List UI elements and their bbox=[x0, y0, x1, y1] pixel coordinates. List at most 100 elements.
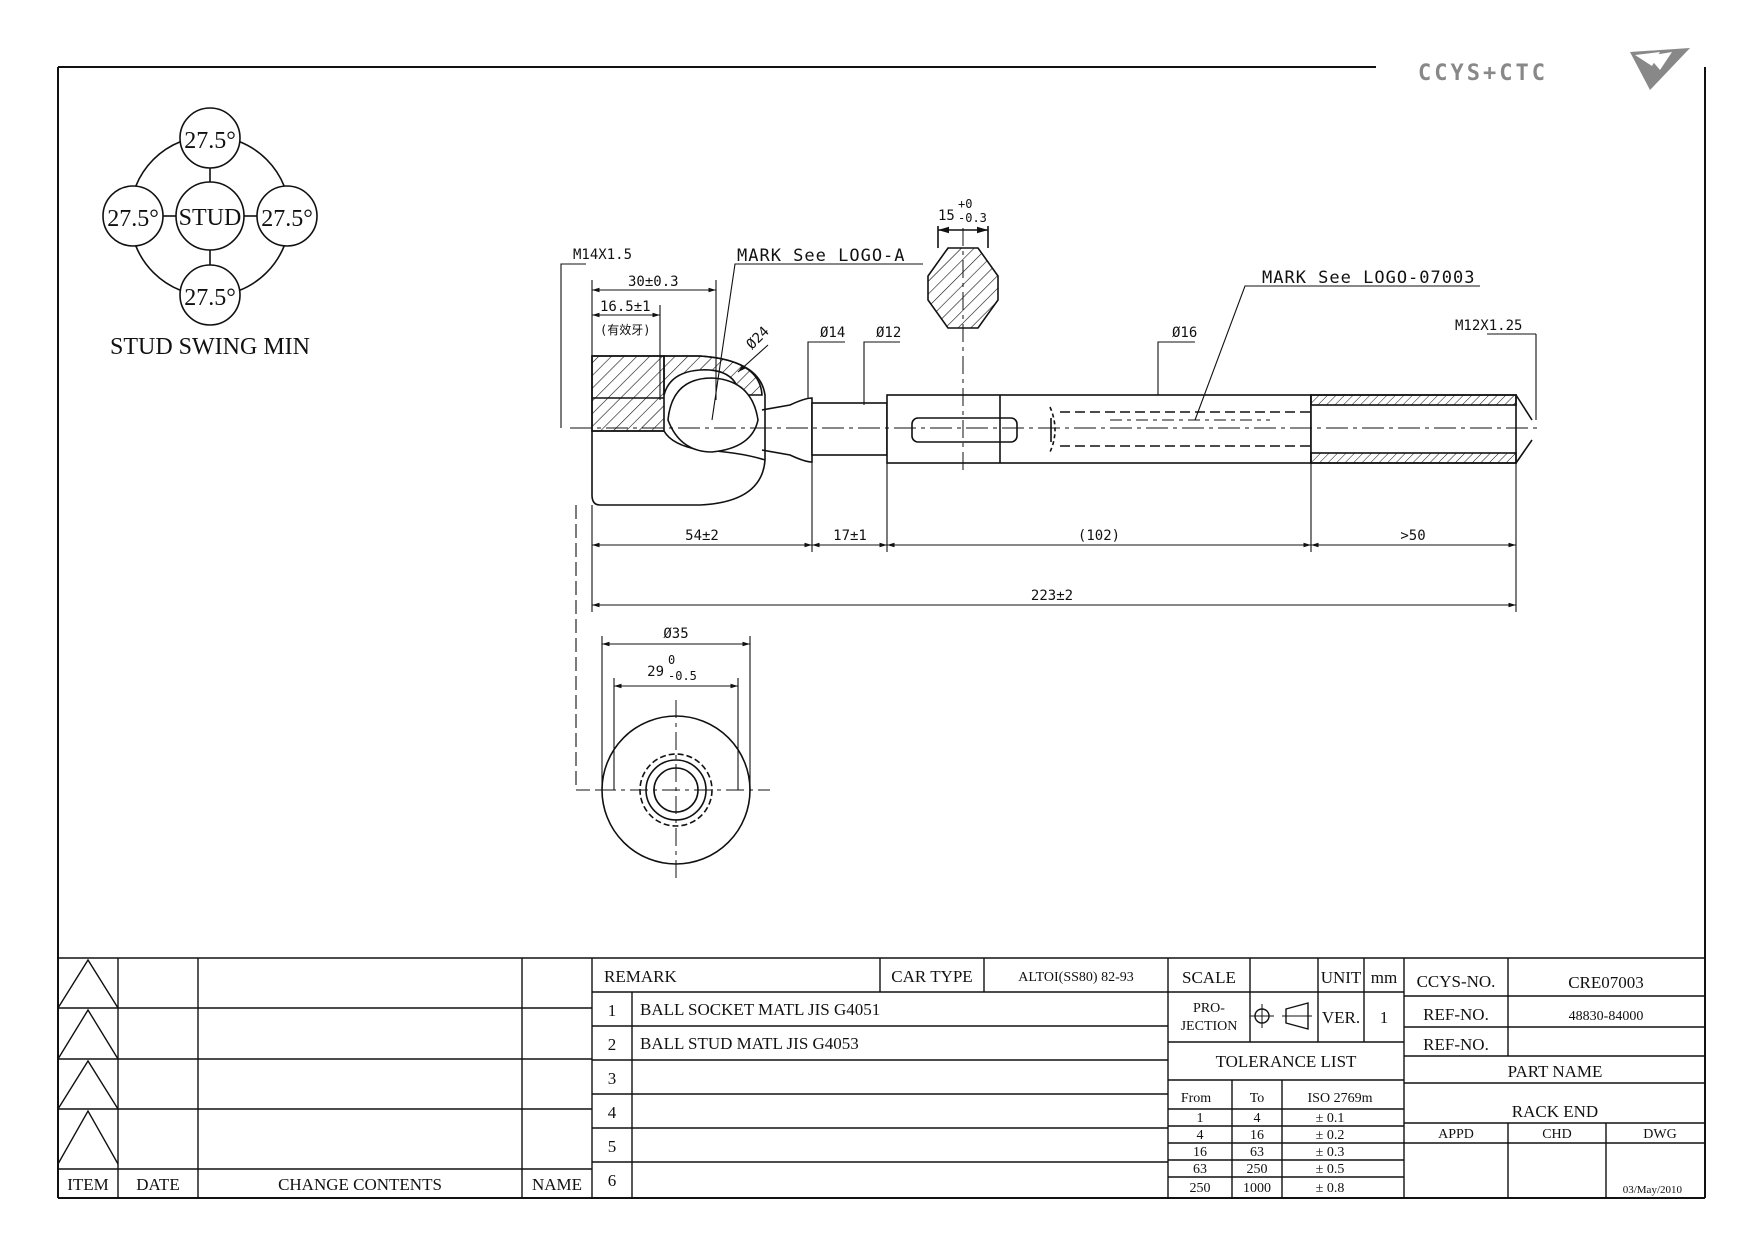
svg-text:CCYS-NO.: CCYS-NO. bbox=[1417, 972, 1496, 991]
dia24-label: Ø24 bbox=[744, 324, 773, 353]
swing-caption: STUD SWING MIN bbox=[110, 334, 310, 360]
svg-text:03/May/2010: 03/May/2010 bbox=[1623, 1184, 1683, 1196]
scale-text: SCALE UNIT mm PRO- JECTION VER. 1 TOLERA… bbox=[1181, 968, 1398, 1196]
dim-30-label: 30±0.3 bbox=[628, 274, 679, 290]
len-54-label: 54±2 bbox=[685, 528, 719, 544]
svg-text:2: 2 bbox=[608, 1035, 617, 1054]
dimension-lines bbox=[560, 263, 1537, 791]
svg-text:CAR TYPE: CAR TYPE bbox=[891, 967, 972, 986]
hex-nominal-label: 15 bbox=[938, 208, 955, 224]
svg-text:CRE07003: CRE07003 bbox=[1568, 973, 1644, 992]
svg-text:48830-84000: 48830-84000 bbox=[1569, 1009, 1644, 1024]
len-102-label: (102) bbox=[1078, 528, 1120, 544]
hex-tol-upper: +0 bbox=[958, 197, 972, 211]
svg-text:1: 1 bbox=[608, 1001, 617, 1020]
rack-end-side-view bbox=[570, 355, 1540, 506]
dia29-tol-lower: -0.5 bbox=[668, 669, 697, 683]
hex-tol-lower: -0.3 bbox=[958, 211, 987, 225]
svg-text:± 0.1: ± 0.1 bbox=[1316, 1111, 1345, 1126]
svg-text:250: 250 bbox=[1247, 1162, 1268, 1177]
svg-text:± 0.8: ± 0.8 bbox=[1316, 1181, 1345, 1196]
swing-center: STUD bbox=[179, 205, 242, 231]
svg-text:PRO-: PRO- bbox=[1193, 1001, 1225, 1016]
swing-bottom: 27.5° bbox=[184, 285, 236, 311]
revision-headers: ITEM DATE CHANGE CONTENTS NAME bbox=[67, 1175, 582, 1194]
svg-text:CHD: CHD bbox=[1542, 1127, 1572, 1142]
thread-left-label: M14X1.5 bbox=[573, 247, 632, 263]
svg-text:JECTION: JECTION bbox=[1181, 1019, 1238, 1034]
svg-text:RACK END: RACK END bbox=[1512, 1102, 1598, 1121]
revision-block bbox=[57, 957, 1705, 1198]
svg-text:5: 5 bbox=[608, 1137, 617, 1156]
svg-text:1: 1 bbox=[1380, 1008, 1389, 1027]
svg-text:ISO 2769m: ISO 2769m bbox=[1308, 1091, 1373, 1106]
svg-text:ALTOI(SS80) 82-93: ALTOI(SS80) 82-93 bbox=[1018, 970, 1134, 985]
dia29-nominal: 29 bbox=[647, 664, 664, 680]
svg-text:4: 4 bbox=[1254, 1111, 1261, 1126]
svg-text:REMARK: REMARK bbox=[604, 967, 677, 986]
dim-16-5-note: (有效牙) bbox=[600, 322, 650, 337]
swing-left: 27.5° bbox=[107, 206, 159, 232]
swing-right: 27.5° bbox=[261, 206, 313, 232]
svg-text:To: To bbox=[1250, 1091, 1265, 1106]
end-view bbox=[598, 636, 770, 880]
dia35-label: Ø35 bbox=[663, 626, 688, 642]
dia12-label: Ø12 bbox=[876, 325, 901, 341]
svg-text:UNIT: UNIT bbox=[1321, 968, 1362, 987]
len-50-label: >50 bbox=[1400, 528, 1425, 544]
company-logo: CCYS+CTC bbox=[1418, 48, 1690, 90]
svg-text:16: 16 bbox=[1193, 1145, 1207, 1160]
svg-text:SCALE: SCALE bbox=[1182, 968, 1236, 987]
svg-text:CCYS+CTC: CCYS+CTC bbox=[1418, 61, 1548, 86]
svg-text:ITEM: ITEM bbox=[67, 1175, 109, 1194]
svg-text:16: 16 bbox=[1250, 1128, 1264, 1143]
bird-logo-icon bbox=[1630, 48, 1690, 90]
svg-text:63: 63 bbox=[1250, 1145, 1264, 1160]
mark-logo-num-label: MARK See LOGO-07003 bbox=[1262, 268, 1475, 288]
part-info-text: CCYS-NO. CRE07003 REF-NO. 48830-84000 RE… bbox=[1417, 972, 1683, 1196]
len-17-label: 17±1 bbox=[833, 528, 867, 544]
svg-text:4: 4 bbox=[1197, 1128, 1204, 1143]
svg-text:TOLERANCE LIST: TOLERANCE LIST bbox=[1216, 1052, 1357, 1071]
dia14-label: Ø14 bbox=[820, 325, 845, 341]
part-info-block bbox=[1404, 958, 1705, 1198]
svg-text:1000: 1000 bbox=[1243, 1181, 1271, 1196]
hex-section bbox=[927, 226, 999, 475]
svg-text:mm: mm bbox=[1371, 968, 1397, 987]
svg-text:APPD: APPD bbox=[1438, 1127, 1474, 1142]
svg-text:BALL STUD MATL JIS G4053: BALL STUD MATL JIS G4053 bbox=[640, 1034, 859, 1053]
svg-text:250: 250 bbox=[1190, 1181, 1211, 1196]
svg-text:NAME: NAME bbox=[532, 1175, 582, 1194]
scale-block bbox=[1168, 958, 1405, 1198]
svg-text:PART NAME: PART NAME bbox=[1508, 1062, 1603, 1081]
swing-labels: 27.5° 27.5° 27.5° 27.5° STUD STUD SWING … bbox=[107, 128, 313, 360]
svg-text:3: 3 bbox=[608, 1069, 617, 1088]
mark-logo-a-label: MARK See LOGO-A bbox=[737, 246, 906, 266]
svg-text:4: 4 bbox=[608, 1103, 617, 1122]
svg-text:From: From bbox=[1181, 1091, 1211, 1106]
svg-text:REF-NO.: REF-NO. bbox=[1423, 1035, 1489, 1054]
remark-text: REMARK CAR TYPE ALTOI(SS80) 82-93 1 BALL… bbox=[604, 967, 1134, 1190]
sheet-border bbox=[57, 66, 1706, 1199]
svg-text:± 0.3: ± 0.3 bbox=[1316, 1145, 1345, 1160]
dim-16-5-label: 16.5±1 bbox=[600, 299, 651, 315]
stud-swing-diagram bbox=[102, 107, 318, 326]
len-total-label: 223±2 bbox=[1031, 588, 1073, 604]
svg-text:DWG: DWG bbox=[1643, 1127, 1676, 1142]
svg-text:VER.: VER. bbox=[1322, 1008, 1360, 1027]
svg-text:1: 1 bbox=[1197, 1111, 1204, 1126]
remark-block bbox=[592, 958, 1169, 1198]
svg-text:6: 6 bbox=[608, 1171, 617, 1190]
svg-text:63: 63 bbox=[1193, 1162, 1207, 1177]
thread-right-label: M12X1.25 bbox=[1455, 318, 1522, 334]
svg-text:DATE: DATE bbox=[136, 1175, 179, 1194]
svg-text:REF-NO.: REF-NO. bbox=[1423, 1005, 1489, 1024]
svg-text:CHANGE CONTENTS: CHANGE CONTENTS bbox=[278, 1175, 442, 1194]
dia16-label: Ø16 bbox=[1172, 325, 1197, 341]
svg-text:± 0.2: ± 0.2 bbox=[1316, 1128, 1345, 1143]
svg-text:± 0.5: ± 0.5 bbox=[1316, 1162, 1345, 1177]
dia29-tol-upper: 0 bbox=[668, 653, 675, 667]
svg-text:BALL SOCKET MATL JIS G4051: BALL SOCKET MATL JIS G4051 bbox=[640, 1000, 880, 1019]
swing-top: 27.5° bbox=[184, 128, 236, 154]
